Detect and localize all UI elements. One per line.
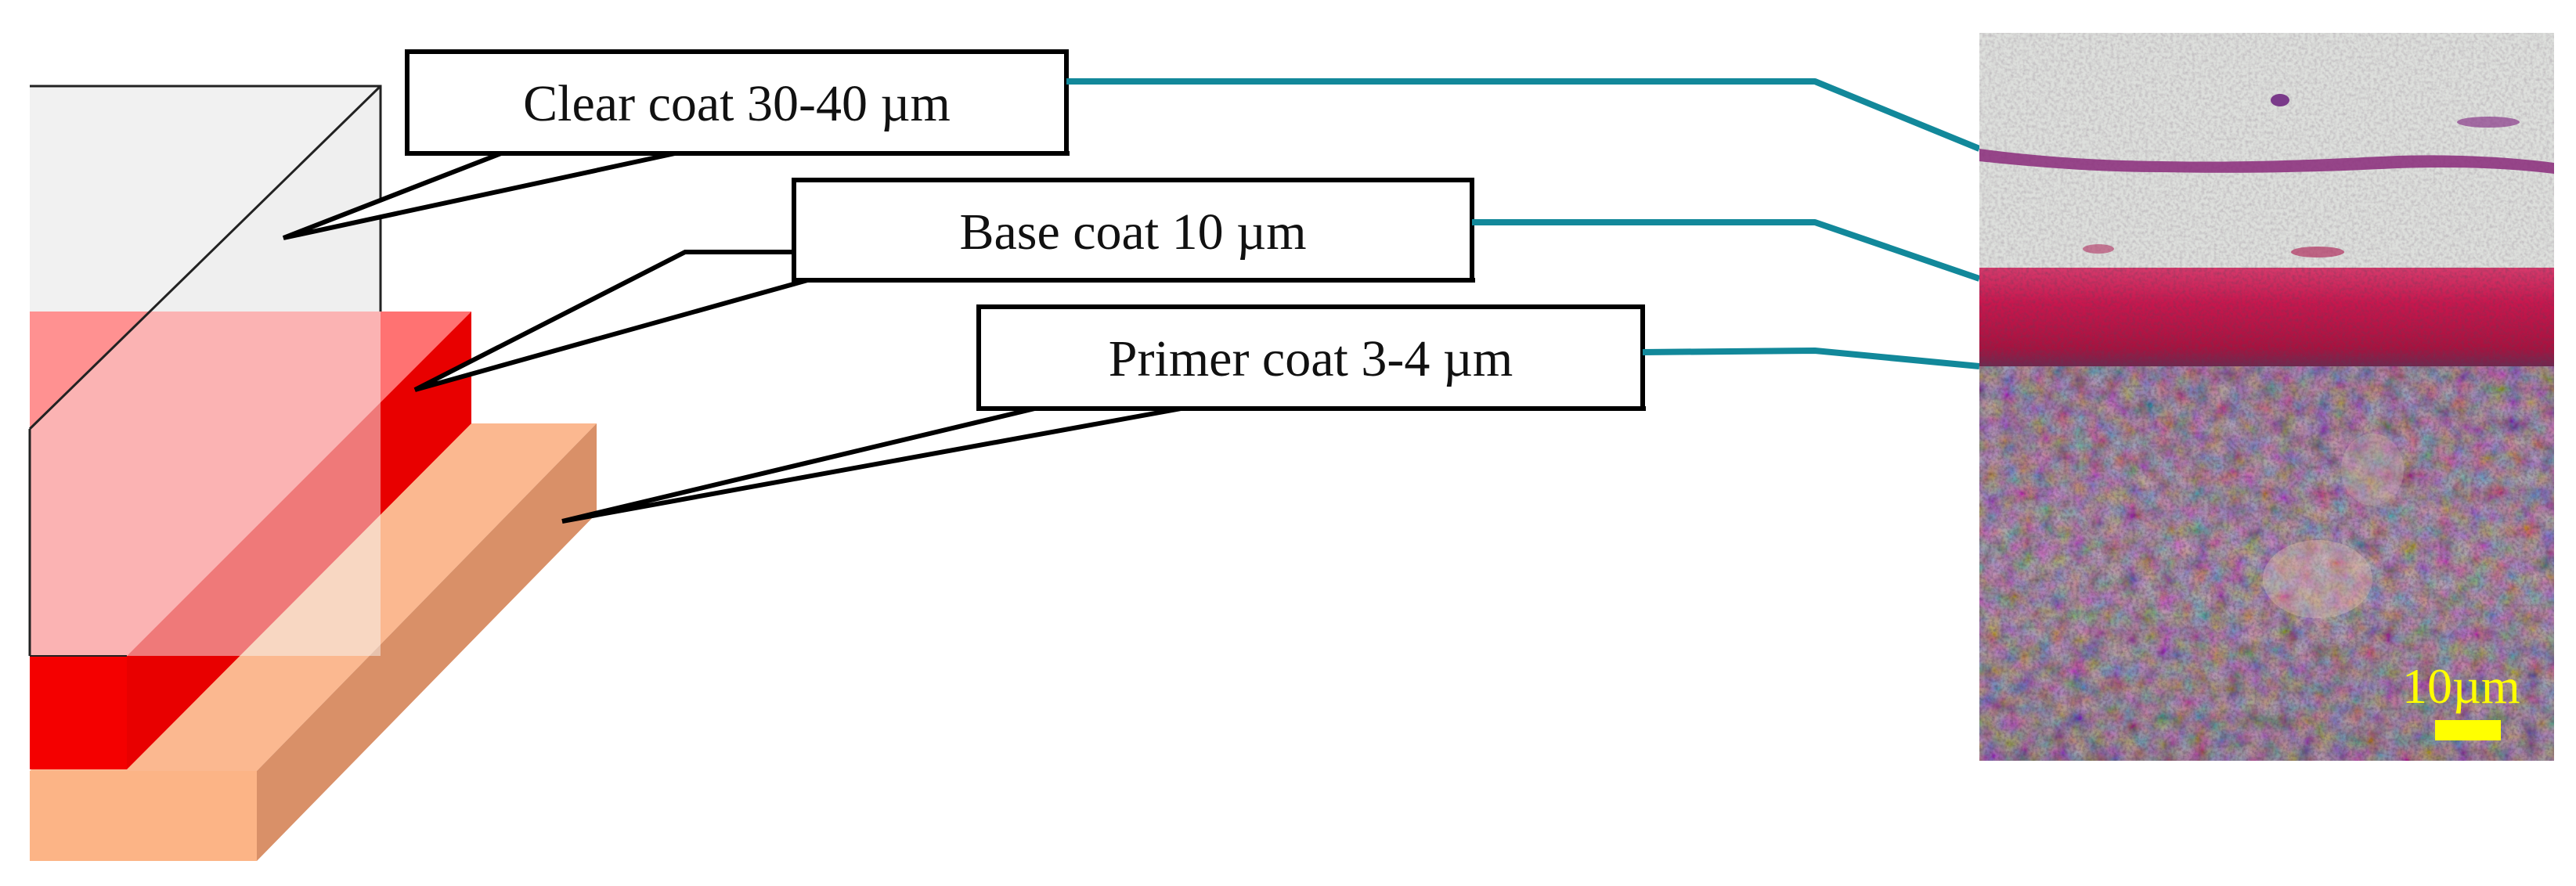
callout-box-primer-coat: [976, 304, 1645, 411]
connector-base-coat: [1472, 219, 1981, 282]
callout-pointers: [282, 151, 1242, 524]
callout-base-coat: Base coat 10 µm: [792, 178, 1475, 283]
micrograph-clear-coat-texture: [1979, 33, 2554, 268]
callout-box-base-coat-shadow: [797, 278, 1475, 283]
callout-clear-coat: Clear coat 30-40 µm: [405, 49, 1070, 156]
micrograph-bright-patch-2: [2341, 434, 2404, 506]
micrograph-speck-3: [2291, 247, 2344, 258]
scale-bar: [2435, 720, 2501, 740]
clear-coat-layer: [28, 85, 382, 657]
connector-clear-coat: [1066, 78, 1981, 152]
primer-coat-pointer: [561, 395, 1242, 524]
primer-coat-side-face: [257, 423, 597, 861]
micrograph-speck-4: [2083, 244, 2114, 254]
clear-coat-lower-tint: [30, 312, 381, 656]
base-coat-front-face: [30, 656, 127, 769]
base-coat-side-face: [127, 312, 471, 769]
callout-label-clear-coat: Clear coat 30-40 µm: [523, 75, 951, 132]
base-coat-layer: [30, 312, 471, 769]
base-coat-back-face: [30, 312, 471, 656]
micrograph-bright-patch: [2263, 540, 2372, 618]
callout-primer-coat: Primer coat 3-4 µm: [976, 304, 1646, 411]
callout-box-primer-coat-shadow: [982, 406, 1646, 411]
micrograph-substrate-fine: [1979, 366, 2554, 761]
cross-section-micrograph: 10µm: [1979, 33, 2554, 761]
layer-stack-3d: [28, 85, 597, 861]
micrograph-speck-2: [2457, 117, 2520, 128]
micrograph-speck-1: [2271, 94, 2289, 106]
connector-primer-coat: [1642, 348, 1980, 369]
micrograph-interlayer-line: [1979, 149, 2554, 174]
primer-coat-front-face: [30, 771, 257, 861]
callout-box-base-coat: [792, 178, 1474, 283]
scale-bar-label: 10µm: [2402, 658, 2520, 714]
clear-coat-upper-face: [30, 86, 381, 312]
callout-label-primer-coat: Primer coat 3-4 µm: [1109, 330, 1513, 387]
connector-lines: [1066, 78, 1981, 369]
micrograph-base-coat-texture: [1979, 268, 2554, 368]
clear-coat-diagonal-edge: [28, 85, 382, 430]
callout-label-base-coat: Base coat 10 µm: [959, 203, 1306, 261]
callout-box-clear-coat-shadow: [410, 151, 1070, 156]
